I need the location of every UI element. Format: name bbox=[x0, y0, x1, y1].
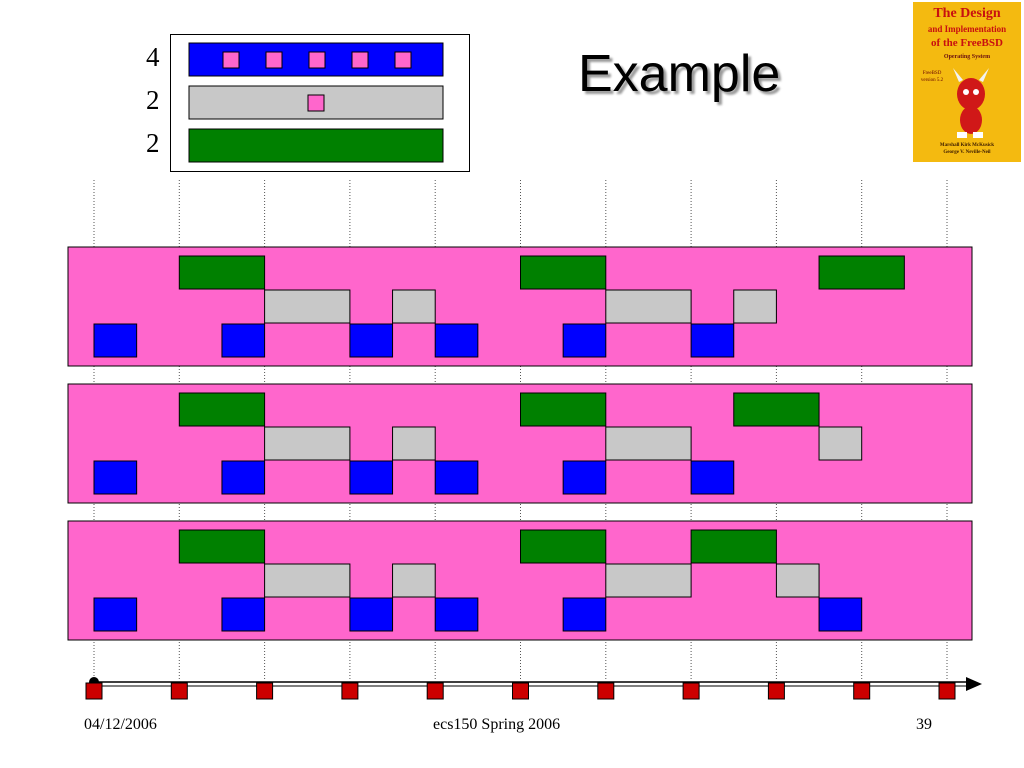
legend-process-marker bbox=[308, 51, 326, 69]
low-priority-block bbox=[93, 597, 138, 632]
high-priority-block bbox=[178, 392, 266, 427]
low-priority-block bbox=[434, 597, 479, 632]
high-priority-block bbox=[178, 529, 266, 564]
medium-priority-block bbox=[605, 563, 692, 598]
timeline-tick-marker bbox=[256, 682, 274, 700]
legend-process-marker bbox=[265, 51, 283, 69]
medium-priority-block bbox=[392, 289, 436, 324]
low-priority-block bbox=[562, 460, 607, 495]
medium-priority-block bbox=[392, 426, 436, 461]
legend-process-marker bbox=[394, 51, 412, 69]
low-priority-block bbox=[434, 323, 479, 358]
low-priority-block bbox=[221, 460, 266, 495]
timeline-tick-marker bbox=[85, 682, 103, 700]
medium-priority-block bbox=[818, 426, 863, 461]
legend-process-marker bbox=[351, 51, 369, 69]
timeline-tick-marker bbox=[682, 682, 700, 700]
legend-process-marker bbox=[222, 51, 240, 69]
low-priority-block bbox=[818, 597, 863, 632]
high-priority-block bbox=[520, 255, 607, 290]
timeline-tick-marker bbox=[853, 682, 871, 700]
high-priority-block bbox=[818, 255, 905, 290]
low-priority-block bbox=[349, 460, 394, 495]
book-subtitle: Operating System bbox=[943, 54, 991, 60]
medium-priority-block bbox=[264, 426, 351, 461]
timeline-tick-marker bbox=[767, 682, 785, 700]
high-priority-block bbox=[178, 255, 266, 290]
legend-number-medium: 2 bbox=[146, 85, 160, 115]
high-priority-block bbox=[520, 392, 607, 427]
medium-priority-block bbox=[605, 426, 692, 461]
footer-page-number: 39 bbox=[916, 716, 932, 733]
high-priority-block bbox=[690, 529, 777, 564]
medium-priority-block bbox=[392, 563, 436, 598]
book-title-line2: and Implementation bbox=[927, 24, 1007, 34]
low-priority-block bbox=[690, 460, 735, 495]
low-priority-block bbox=[690, 323, 735, 358]
low-priority-block bbox=[562, 597, 607, 632]
timeline-arrowhead bbox=[966, 677, 982, 691]
low-priority-block bbox=[221, 323, 266, 358]
high-priority-block bbox=[733, 392, 820, 427]
timeline-tick-marker bbox=[426, 682, 444, 700]
timeline-tick-marker bbox=[341, 682, 359, 700]
low-priority-block bbox=[93, 460, 138, 495]
low-priority-block bbox=[221, 597, 266, 632]
medium-priority-block bbox=[733, 289, 777, 324]
footer-course: ecs150 Spring 2006 bbox=[433, 716, 561, 733]
timeline-tick-marker bbox=[597, 682, 615, 700]
high-priority-block bbox=[520, 529, 607, 564]
low-priority-block bbox=[349, 323, 394, 358]
book-title-line3: of the FreeBSD bbox=[931, 37, 1003, 49]
book-authors: Marshall Kirk McKusick George V. Neville… bbox=[939, 143, 995, 155]
low-priority-block bbox=[434, 460, 479, 495]
legend-process-marker bbox=[307, 94, 325, 112]
medium-priority-block bbox=[605, 289, 692, 324]
low-priority-block bbox=[93, 323, 138, 358]
daemon-mascot-icon bbox=[953, 68, 989, 138]
book-title-line1: The Design bbox=[933, 6, 1001, 21]
timeline-tick-marker bbox=[938, 682, 956, 700]
footer-date: 04/12/2006 bbox=[84, 716, 157, 733]
legend-bar-low bbox=[188, 128, 444, 163]
legend-number-low: 2 bbox=[146, 128, 160, 158]
timeline-tick-marker bbox=[512, 682, 529, 700]
book-cover-image: The Design and Implementation of the Fre… bbox=[913, 2, 1021, 162]
medium-priority-block bbox=[775, 563, 820, 598]
low-priority-block bbox=[562, 323, 607, 358]
low-priority-block bbox=[349, 597, 394, 632]
medium-priority-block bbox=[264, 289, 351, 324]
slide-title: Example bbox=[578, 45, 781, 103]
timeline-tick-marker bbox=[170, 682, 188, 700]
medium-priority-block bbox=[264, 563, 351, 598]
book-version-badge: FreeBSD version 5.2 bbox=[920, 71, 944, 83]
legend-number-high: 4 bbox=[146, 42, 160, 72]
